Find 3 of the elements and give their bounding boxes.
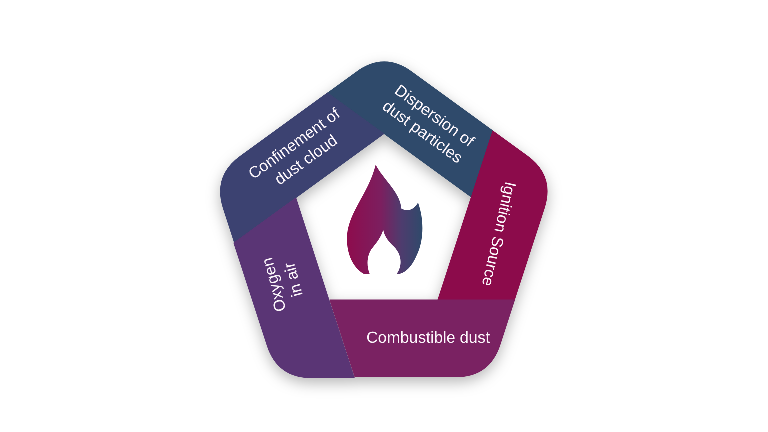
segment-label: Ignition Source	[477, 178, 520, 290]
segment-label: Oxygen in air	[258, 254, 308, 316]
segment-label: Combustible dust	[366, 329, 492, 350]
